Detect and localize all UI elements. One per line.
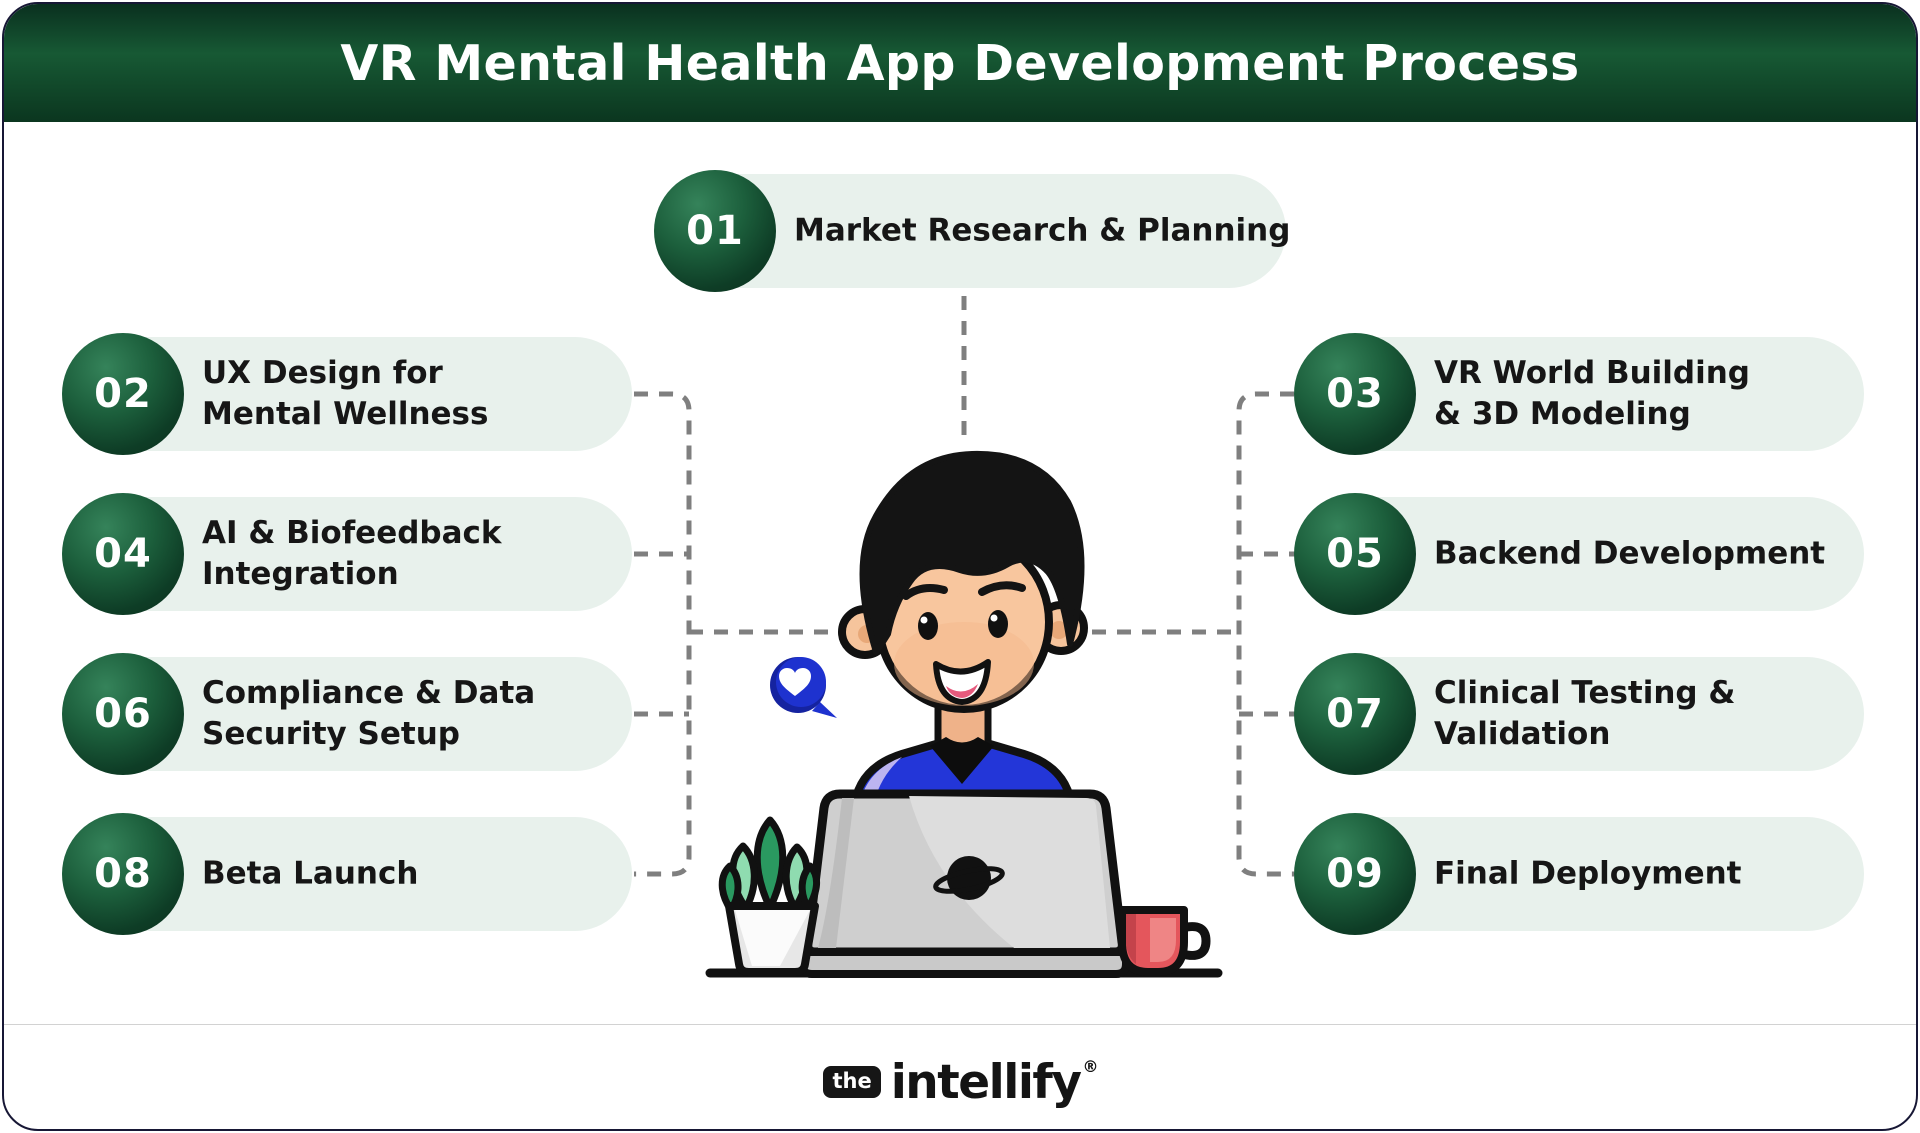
step-number-badge: 06 <box>62 653 184 775</box>
brand-name: intellify <box>890 1054 1082 1110</box>
potted-plant-icon <box>718 816 820 976</box>
step-label: Clinical Testing & Validation <box>1434 675 1736 752</box>
step-label: Final Deployment <box>1434 855 1742 892</box>
step-label: Market Research & Planning <box>794 212 1291 249</box>
step-05: 05 Backend Development <box>1294 493 1864 615</box>
step-number-badge: 01 <box>654 170 776 292</box>
step-number-badge: 08 <box>62 813 184 935</box>
step-01: 01 Market Research & Planning <box>654 170 1290 292</box>
man-at-laptop-icon <box>838 450 1088 824</box>
planet-logo-icon <box>933 856 1005 900</box>
step-number-badge: 02 <box>62 333 184 455</box>
step-label: UX Design for Mental Wellness <box>202 355 489 432</box>
step-label: Beta Launch <box>202 855 419 892</box>
step-09: 09 Final Deployment <box>1294 813 1864 935</box>
step-label: AI & Biofeedback Integration <box>202 515 502 592</box>
header-bar: VR Mental Health App Development Process <box>4 4 1916 122</box>
step-03: 03 VR World Building & 3D Modeling <box>1294 333 1864 455</box>
scene-canvas <box>634 296 1296 978</box>
step-label: Backend Development <box>1434 535 1826 572</box>
step-number-badge: 05 <box>1294 493 1416 615</box>
step-04: 04 AI & Biofeedback Integration <box>62 493 632 615</box>
page-title: VR Mental Health App Development Process <box>340 34 1580 92</box>
coffee-mug-icon <box>1118 906 1211 976</box>
step-02: 02 UX Design for Mental Wellness <box>62 333 632 455</box>
footer-brand: the intellify ® <box>4 1042 1916 1122</box>
step-number-badge: 07 <box>1294 653 1416 775</box>
heart-chat-bubble-icon <box>770 657 837 718</box>
step-06: 06 Compliance & Data Security Setup <box>62 653 632 775</box>
connector-lines <box>634 296 1296 877</box>
step-07: 07 Clinical Testing & Validation <box>1294 653 1864 775</box>
laptop-icon <box>798 789 1130 978</box>
brand-the-badge: the <box>823 1066 881 1098</box>
step-number-badge: 03 <box>1294 333 1416 455</box>
step-08: 08 Beta Launch <box>62 813 632 935</box>
step-label: VR World Building & 3D Modeling <box>1434 355 1750 432</box>
step-number-badge: 09 <box>1294 813 1416 935</box>
registered-trademark-symbol: ® <box>1082 1056 1099 1076</box>
footer-divider <box>4 1024 1916 1025</box>
step-label: Compliance & Data Security Setup <box>202 675 536 752</box>
step-number-badge: 04 <box>62 493 184 615</box>
